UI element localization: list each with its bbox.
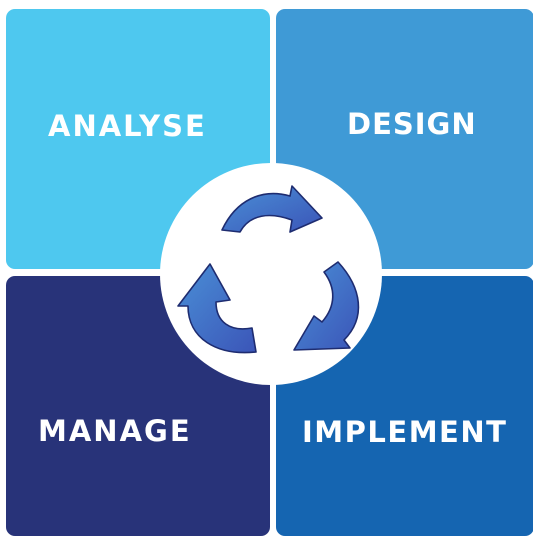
arrow-left-icon — [177, 263, 257, 354]
analyse-label: ANALYSE — [48, 109, 207, 143]
arrow-right-icon — [293, 261, 360, 351]
implement-label: IMPLEMENT — [302, 415, 508, 449]
arrow-top-icon — [221, 185, 323, 233]
design-label: DESIGN — [347, 107, 477, 141]
manage-label: MANAGE — [38, 414, 192, 448]
